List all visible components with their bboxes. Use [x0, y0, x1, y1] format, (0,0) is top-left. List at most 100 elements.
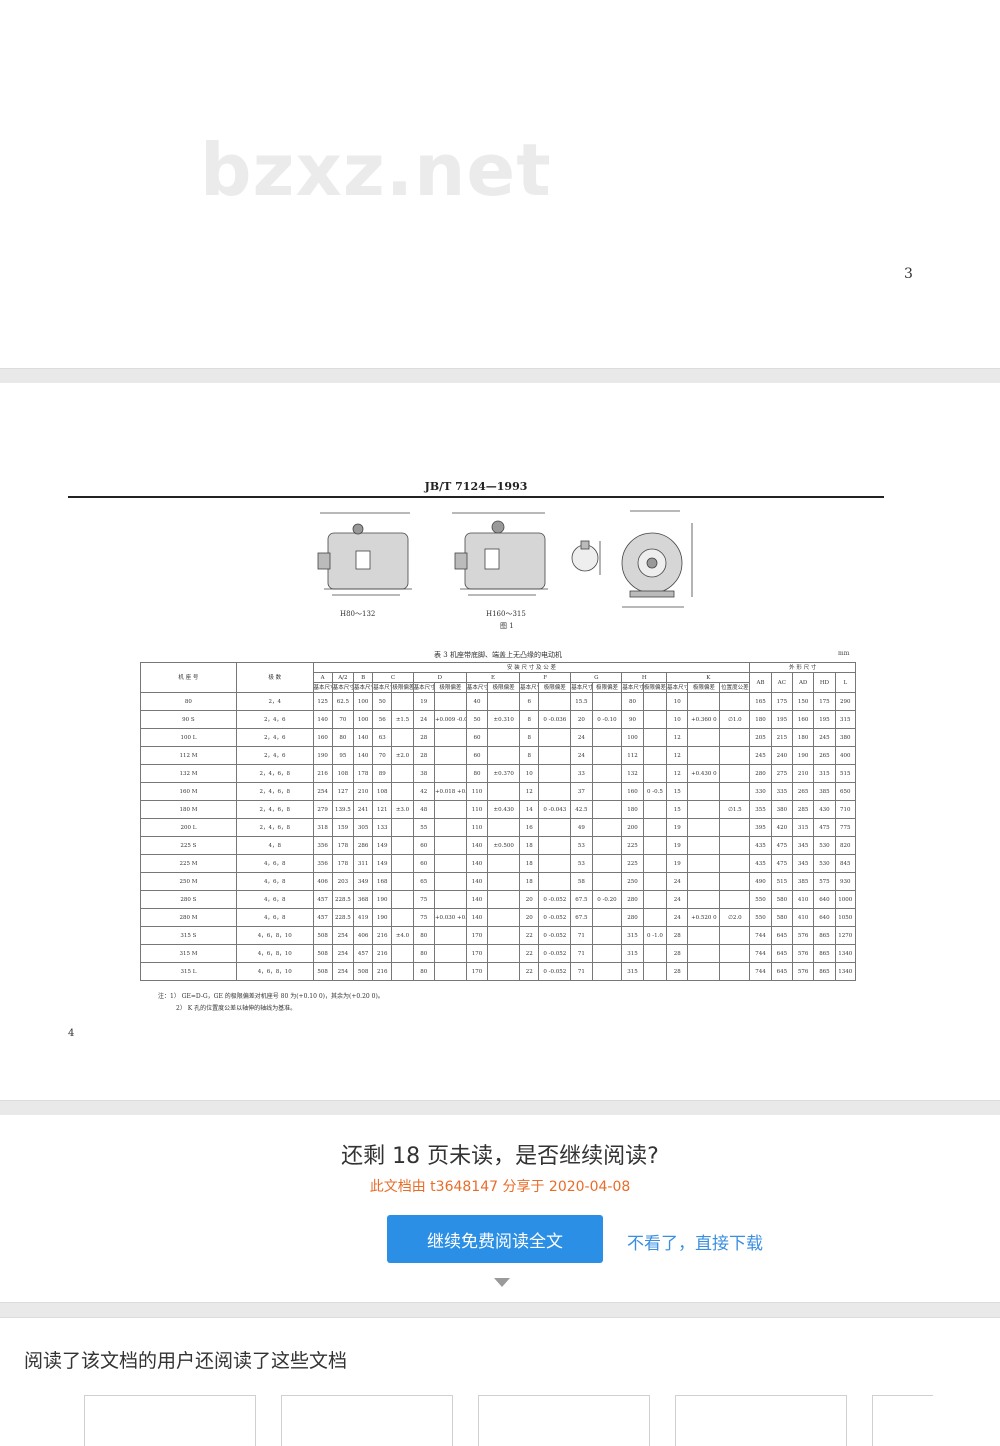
- table-cell: 4，6，8: [235, 908, 314, 927]
- table-cell: 330: [749, 782, 772, 801]
- table-cell: 22: [519, 926, 540, 945]
- table-cell: [719, 692, 751, 711]
- table-cell: 865: [813, 944, 836, 963]
- table-cell: 18: [519, 836, 540, 855]
- table-cell: [591, 764, 623, 783]
- header-symbol: B: [353, 672, 374, 683]
- table-cell: 195: [813, 710, 836, 729]
- header-subtype: 基本尺寸: [570, 682, 593, 693]
- table-cell: 12: [666, 746, 689, 765]
- standard-header: JB/T 7124—1993: [424, 480, 528, 493]
- table-cell: [391, 818, 414, 837]
- table-cell: 515: [770, 872, 794, 891]
- table-cell: 775: [834, 818, 857, 837]
- table-cell: 67.5: [570, 890, 593, 909]
- table-cell: 286: [353, 836, 374, 855]
- table-cell: 2，4，6，8: [235, 818, 314, 837]
- document-page-3: bzxz.net 3: [0, 0, 1000, 368]
- related-doc-thumb[interactable]: [281, 1395, 453, 1446]
- related-doc-thumb[interactable]: [675, 1395, 847, 1446]
- table-cell: 315: [621, 926, 644, 945]
- table-cell: 400: [834, 746, 857, 765]
- table-cell: 160 M: [140, 782, 237, 801]
- table-cell: [538, 818, 572, 837]
- table-cell: 165: [749, 692, 772, 711]
- table-cell: [719, 962, 751, 981]
- table-cell: [487, 746, 521, 765]
- table-cell: ±4.0: [391, 926, 414, 945]
- table-cell: [538, 746, 572, 765]
- table-cell: 279: [312, 800, 333, 819]
- table-cell: 280: [621, 890, 644, 909]
- expand-arrow-icon[interactable]: [494, 1278, 510, 1287]
- header-symbol: A/2: [331, 672, 355, 683]
- table-cell: 24: [412, 710, 435, 729]
- table-cell: 575: [813, 872, 836, 891]
- table-cell: 865: [813, 962, 836, 981]
- table-cell: 24: [666, 890, 689, 909]
- table-cell: 140: [465, 872, 489, 891]
- table-cell: 475: [770, 836, 794, 855]
- table-cell: ±3.0: [391, 800, 414, 819]
- related-doc-thumb[interactable]: [478, 1395, 650, 1446]
- table-cell: 368: [353, 890, 374, 909]
- header-outer-symbol: HD: [813, 672, 836, 693]
- table-cell: 280 M: [140, 908, 237, 927]
- header-subtype: 基本尺寸: [465, 682, 489, 693]
- table-cell: 650: [834, 782, 857, 801]
- related-doc-thumb[interactable]: [84, 1395, 256, 1446]
- table-cell: 225: [621, 836, 644, 855]
- table-cell: 355: [749, 800, 772, 819]
- table-cell: 490: [749, 872, 772, 891]
- table-cell: 865: [813, 926, 836, 945]
- table-cell: [391, 890, 414, 909]
- page-number: 3: [904, 266, 913, 282]
- table-cell: 576: [791, 962, 815, 981]
- table-cell: 0 -0.052: [538, 908, 572, 927]
- table-cell: [642, 890, 668, 909]
- table-cell: 42: [412, 782, 435, 801]
- table-cell: 640: [813, 890, 836, 909]
- table-cell: [487, 944, 521, 963]
- table-cell: 8: [519, 728, 540, 747]
- header-outer-symbol: AB: [749, 672, 772, 693]
- header-outer: 外 形 尺 寸: [749, 662, 856, 673]
- table-cell: 180 M: [140, 800, 237, 819]
- direct-download-link[interactable]: 不看了，直接下载: [627, 1234, 763, 1254]
- table-cell: 2，4，6，8: [235, 764, 314, 783]
- table-cell: 311: [353, 854, 374, 873]
- table-cell: 280 S: [140, 890, 237, 909]
- table-cell: 335: [770, 782, 794, 801]
- read-full-button[interactable]: 继续免费阅读全文: [387, 1215, 603, 1263]
- table-cell: [538, 872, 572, 891]
- table-cell: 112 M: [140, 746, 237, 765]
- table-cell: 24: [666, 872, 689, 891]
- table-cell: 395: [749, 818, 772, 837]
- table-cell: 10: [666, 692, 689, 711]
- figure-caption-large: H160～315: [486, 610, 526, 618]
- figure-label: 图 1: [500, 622, 514, 630]
- table-cell: [719, 728, 751, 747]
- table-cell: 215: [770, 728, 794, 747]
- table-cell: 576: [791, 944, 815, 963]
- table-cell: 60: [465, 728, 489, 747]
- table-cell: 100 L: [140, 728, 237, 747]
- table-cell: 457: [312, 908, 333, 927]
- header-subtype: 基本尺寸: [519, 682, 540, 693]
- table-cell: 90 S: [140, 710, 237, 729]
- table-cell: 65: [412, 872, 435, 891]
- table-cell: 71: [570, 926, 593, 945]
- table-cell: 190: [372, 890, 393, 909]
- table-cell: [719, 872, 751, 891]
- table-cell: 1340: [834, 944, 857, 963]
- table-cell: 744: [749, 944, 772, 963]
- related-doc-thumb[interactable]: [872, 1395, 933, 1446]
- table-cell: 15.5: [570, 692, 593, 711]
- table-cell: 139.5: [331, 800, 355, 819]
- table-cell: [719, 782, 751, 801]
- table-cell: 70: [372, 746, 393, 765]
- table-cell: ∅1.0: [719, 710, 751, 729]
- table-cell: 0 -0.052: [538, 944, 572, 963]
- table-cell: 67.5: [570, 908, 593, 927]
